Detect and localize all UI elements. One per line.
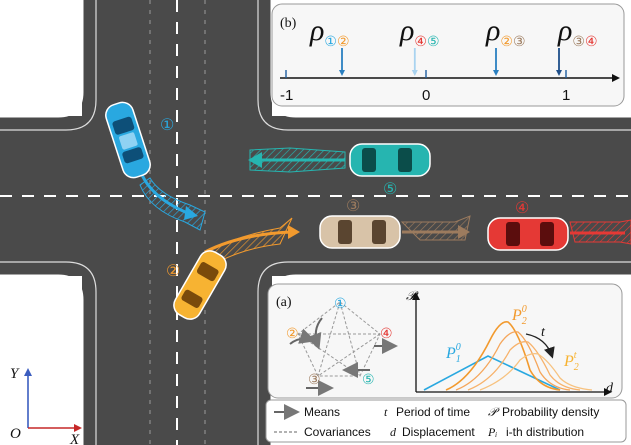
- legend-covariances: Covariances: [304, 425, 371, 439]
- x-axis-symbol: d: [606, 381, 614, 396]
- coordinate-axes: O X Y: [10, 366, 82, 445]
- vehicle-2-id: ②: [166, 263, 180, 280]
- legend: Means Covariances t Period of time d Dis…: [265, 399, 627, 443]
- pair-label: ρ①②: [309, 14, 350, 50]
- curve-p2-t: [479, 352, 593, 391]
- time-symbol: t: [541, 325, 546, 340]
- legend-t-label: Period of time: [396, 405, 470, 419]
- vehicle-4-id: ④: [515, 200, 529, 217]
- panel-a-label: (a): [276, 295, 292, 310]
- pair-label: ρ②③: [485, 14, 526, 50]
- panel-b-label: (b): [280, 16, 297, 31]
- pair-label: ρ③④: [557, 14, 598, 50]
- vehicle-2: ②: [166, 217, 300, 320]
- correlation-pairs: ρ①② ρ④⑤ ρ②③ ρ③④: [309, 14, 598, 76]
- pair-marker-arrowhead: [493, 70, 499, 76]
- curve-p2-mid2: [467, 341, 581, 391]
- label-p2-t: P2t: [563, 350, 579, 373]
- axis-origin: O: [10, 426, 21, 442]
- pair-label: ρ④⑤: [399, 14, 440, 50]
- legend-p-label: Probability density: [502, 405, 599, 419]
- axis-x-label: X: [69, 432, 80, 445]
- label-p1-0: P10: [445, 342, 461, 365]
- pair-marker-arrowhead: [411, 70, 418, 76]
- legend-t-symbol: t: [384, 405, 388, 419]
- density-plot: [412, 292, 612, 396]
- legend-pi-symbol: Pᵢ: [487, 425, 497, 439]
- panel-a: (a) ① ② ③ ④ ⑤: [267, 283, 623, 399]
- legend-pi-label: i-th distribution: [506, 425, 584, 439]
- covariance-network: [289, 301, 398, 396]
- axis-tick-label: 1: [562, 87, 570, 104]
- node-5: ⑤: [362, 373, 375, 388]
- vehicle-1: ①: [105, 101, 206, 231]
- legend-means: Means: [304, 405, 340, 419]
- vehicle-3-id: ③: [346, 198, 360, 215]
- vehicle-3: ③: [319, 198, 471, 249]
- axis-tick-label: -1: [280, 87, 293, 104]
- panel-b: (b) -1 0 1 ρ①② ρ④⑤ ρ②③ ρ③④: [271, 3, 625, 107]
- axis-y-label: Y: [10, 366, 20, 382]
- node-4: ④: [380, 327, 393, 342]
- curve-p2-mid1: [455, 331, 571, 391]
- pair-marker-arrowhead: [556, 70, 562, 76]
- node-3: ③: [308, 373, 321, 388]
- axis-tick-label: 0: [422, 87, 430, 104]
- vehicle-5-id: ⑤: [383, 181, 397, 198]
- legend-d-symbol: d: [390, 425, 397, 439]
- pair-marker-arrowhead: [339, 70, 345, 76]
- curve-p2-0: [445, 321, 561, 391]
- axis-ticks: -1 0 1: [280, 70, 570, 104]
- vehicle-4: ④: [487, 200, 631, 251]
- node-2: ②: [286, 327, 299, 342]
- vehicle-1-id: ①: [160, 117, 174, 134]
- vehicle-5: ⑤: [248, 143, 431, 198]
- legend-d-label: Displacement: [402, 425, 475, 439]
- node-1: ①: [334, 297, 347, 312]
- label-p2-0: P20: [511, 304, 527, 327]
